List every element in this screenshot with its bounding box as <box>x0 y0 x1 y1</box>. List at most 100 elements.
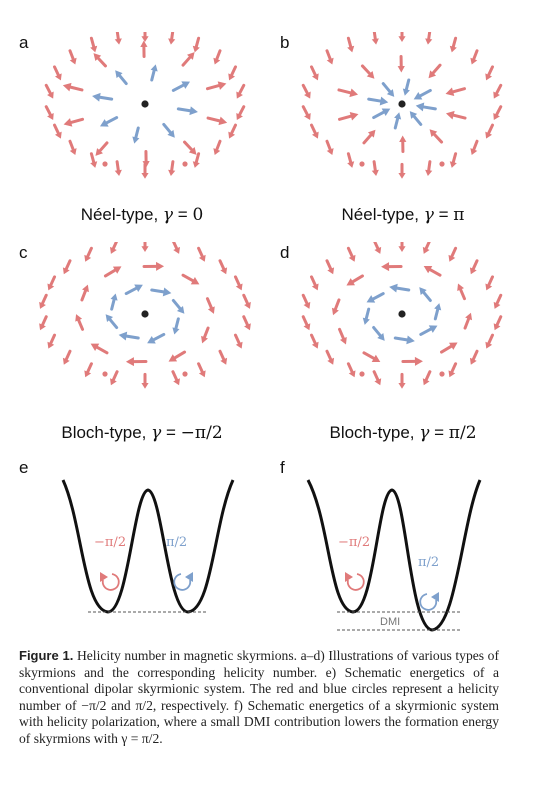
red-spin-arrow <box>346 152 355 168</box>
core-dot <box>398 310 406 318</box>
red-spin-arrow <box>362 129 376 145</box>
panel-letter-f: f <box>280 458 285 477</box>
red-spin-arrow <box>485 65 494 81</box>
caption-neel-pi: Néel-type, γ = π <box>283 205 523 225</box>
red-spin-arrow <box>228 123 237 139</box>
energy-diagram-f: DMI −π/2 π/2 <box>306 479 482 632</box>
equals: = <box>433 205 454 224</box>
red-spin-arrow <box>493 293 503 309</box>
equals: = <box>161 423 181 442</box>
red-spin-arrow <box>47 333 57 349</box>
red-spin-arrow <box>310 123 319 139</box>
red-spin-arrow <box>346 36 355 53</box>
red-spin-arrow <box>183 140 197 155</box>
blue-spin-arrow <box>381 82 395 97</box>
blue-spin-arrow <box>433 303 442 321</box>
red-spin-arrow <box>401 356 423 366</box>
red-spin-arrow <box>337 88 359 98</box>
red-spin-arrow <box>463 312 473 330</box>
skyrmion-bloch-plus-illustration <box>301 242 503 389</box>
red-spin-arrow <box>346 246 356 262</box>
blue-spin-arrow <box>415 102 437 112</box>
red-spin-arrow <box>84 246 93 262</box>
blue-spin-arrow <box>147 332 166 344</box>
red-spin-arrow <box>44 105 54 120</box>
red-spin-arrow <box>233 275 243 291</box>
red-circle-arrow-icon <box>345 572 365 591</box>
red-spin-arrow <box>301 315 311 331</box>
red-spin-arrow <box>301 293 311 309</box>
blue-spin-arrow <box>105 314 119 330</box>
right-well-label: π/2 <box>166 535 187 550</box>
red-spin-arrow <box>68 139 77 155</box>
red-spin-arrow <box>89 152 98 168</box>
red-spin-arrow <box>325 49 334 65</box>
spin-dot <box>102 371 108 377</box>
right-well-label: π/2 <box>418 555 439 570</box>
red-spin-arrow <box>95 141 109 156</box>
red-spin-arrow <box>470 49 479 65</box>
type-label: Bloch-type, <box>329 423 420 442</box>
type-label: Néel-type, <box>341 205 424 224</box>
red-spin-arrow <box>331 298 341 316</box>
red-spin-arrow <box>89 36 98 53</box>
red-spin-arrow <box>47 275 57 291</box>
red-spin-arrow <box>470 139 479 155</box>
red-spin-arrow <box>206 116 228 126</box>
left-well-label: −π/2 <box>94 535 126 550</box>
blue-spin-arrow <box>115 70 128 86</box>
red-spin-arrow <box>325 139 334 155</box>
blue-spin-arrow <box>413 88 432 100</box>
helicity-value: 0 <box>192 205 204 225</box>
equals: = <box>429 423 449 442</box>
red-spin-arrow <box>371 32 379 45</box>
red-spin-arrow <box>429 129 444 144</box>
red-spin-arrow <box>457 283 466 301</box>
red-spin-arrow <box>181 273 200 285</box>
red-spin-arrow <box>213 139 222 155</box>
spin-dot <box>182 371 188 377</box>
red-spin-arrow <box>398 372 406 389</box>
blue-spin-arrow <box>99 116 119 127</box>
red-spin-arrow <box>168 32 176 45</box>
red-spin-arrow <box>213 49 222 65</box>
blue-spin-arrow <box>150 287 172 297</box>
red-spin-arrow <box>399 135 407 154</box>
red-spin-arrow <box>205 297 215 314</box>
red-spin-arrow <box>493 83 503 99</box>
type-label: Néel-type, <box>80 205 163 224</box>
blue-spin-arrow <box>171 81 191 92</box>
blue-circle-arrow-icon <box>173 572 193 591</box>
blue-spin-arrow <box>172 317 180 335</box>
red-spin-arrow <box>236 105 246 120</box>
red-spin-arrow <box>63 117 85 127</box>
blue-spin-arrow <box>92 92 114 102</box>
red-spin-arrow <box>485 275 494 291</box>
caption-bloch-minus: Bloch-type, γ = −π/2 <box>22 423 262 443</box>
red-spin-arrow <box>440 342 458 354</box>
panel-letter-a: a <box>19 33 29 52</box>
red-spin-arrow <box>53 65 62 81</box>
gamma-symbol: γ <box>419 423 430 443</box>
red-spin-arrow <box>381 262 403 272</box>
red-spin-arrow <box>425 32 433 45</box>
dmi-label: DMI <box>380 616 400 628</box>
blue-spin-arrow <box>393 335 415 345</box>
left-well-label: −π/2 <box>338 535 370 550</box>
gamma-symbol: γ <box>162 205 174 225</box>
helicity-value: π <box>453 205 465 225</box>
red-spin-arrow <box>44 83 54 99</box>
figure-caption: Figure 1. Helicity number in magnetic sk… <box>19 648 499 748</box>
red-spin-arrow <box>141 32 149 42</box>
red-spin-arrow <box>233 333 243 349</box>
red-spin-arrow <box>242 293 251 309</box>
blue-spin-arrow <box>176 106 198 116</box>
red-spin-arrow <box>425 160 433 176</box>
blue-spin-arrow <box>366 292 385 303</box>
red-spin-arrow <box>141 372 149 389</box>
red-spin-arrow <box>373 242 382 254</box>
blue-spin-arrow <box>124 284 143 296</box>
red-spin-arrow <box>141 242 149 252</box>
asymmetric-well-curve <box>306 479 482 632</box>
blue-circle-arrow-icon <box>419 592 439 611</box>
